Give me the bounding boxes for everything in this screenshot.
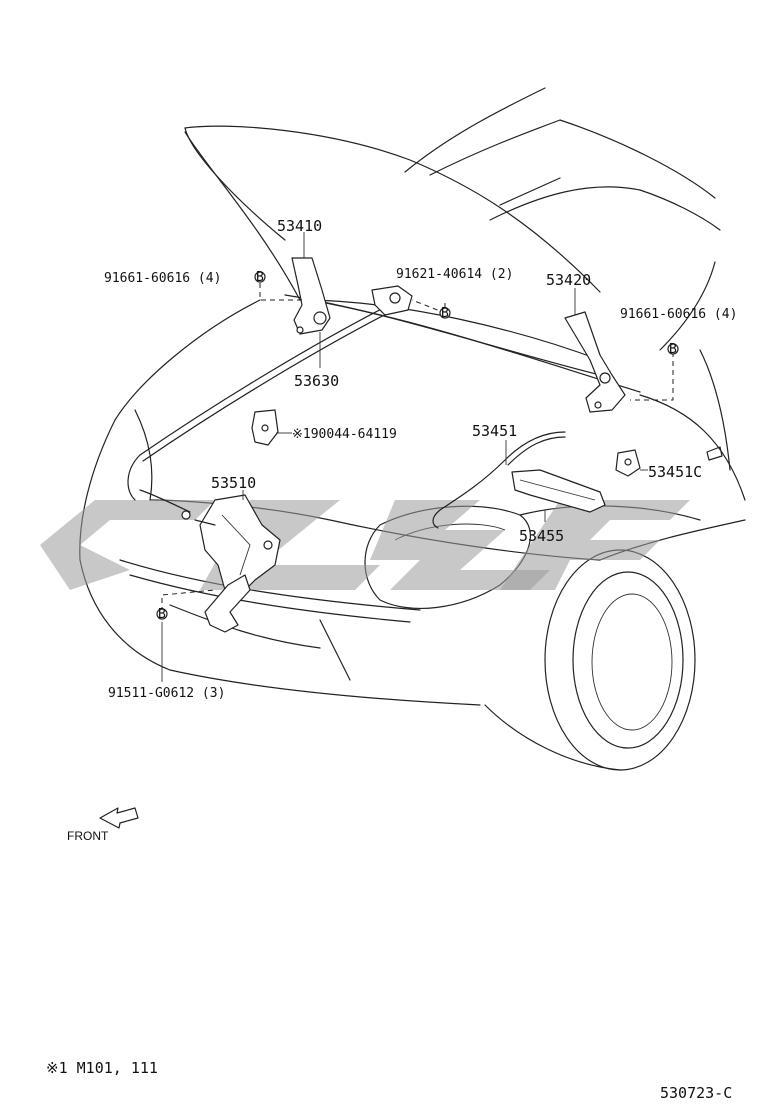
front-label: FRONT	[67, 829, 109, 843]
hood-support-rod-53630	[127, 285, 413, 501]
footnote: ※1 M101, 111	[46, 1059, 158, 1077]
label-53510[interactable]: 53510	[211, 474, 256, 492]
clip-190044	[251, 409, 279, 446]
diagram-code: 530723-C	[660, 1084, 732, 1102]
svg-text:B: B	[669, 342, 677, 357]
label-91661-right[interactable]: 91661-60616 (4)	[620, 307, 737, 322]
hood-hinge-right-53420	[564, 311, 626, 413]
label-91511[interactable]: 91511-G0612 (3)	[108, 686, 225, 701]
label-53420[interactable]: 53420	[546, 271, 591, 289]
label-190044[interactable]: ※190044-64119	[292, 427, 397, 442]
label-91621[interactable]: 91621-40614 (2)	[396, 267, 513, 282]
label-53451[interactable]: 53451	[472, 422, 517, 440]
label-91661-left[interactable]: 91661-60616 (4)	[104, 271, 221, 286]
svg-text:B: B	[158, 607, 166, 622]
bolt-marker-lower: B	[156, 607, 168, 622]
clip-53451c	[615, 449, 641, 477]
leader-lines	[161, 232, 674, 682]
label-53630[interactable]: 53630	[294, 372, 339, 390]
bolt-marker-right: B	[667, 342, 679, 357]
holder-53455	[511, 469, 606, 513]
hood-stay-53451	[432, 431, 566, 529]
bolt-marker-left: B	[254, 270, 266, 285]
label-53451c[interactable]: 53451C	[648, 463, 702, 481]
front-arrow-icon	[99, 807, 139, 829]
hood-hinge-left-53410	[291, 257, 331, 335]
label-53410[interactable]: 53410	[277, 217, 322, 235]
svg-text:B: B	[256, 270, 264, 285]
label-53455[interactable]: 53455	[519, 527, 564, 545]
svg-text:B: B	[441, 306, 449, 321]
hood-lock-53510	[139, 489, 281, 633]
front-direction-indicator: FRONT	[67, 807, 139, 843]
bolt-marker-center: B	[439, 306, 451, 321]
